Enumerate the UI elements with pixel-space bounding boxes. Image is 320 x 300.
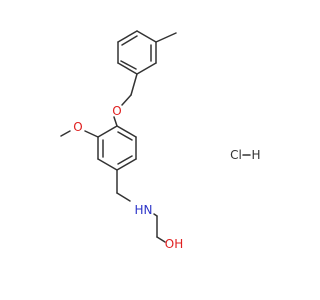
bond-ether-o-ring2	[113, 116, 118, 127]
structure-canvas: O O N H OH Cl H	[60, 30, 261, 251]
bonds	[60, 30, 251, 243]
bond-ring2-methoxy-o	[84, 130, 99, 138]
bond-ring2-d	[116, 158, 137, 171]
bond-ring1-inner-2	[120, 60, 137, 70]
chlorine-label: Cl	[230, 148, 242, 162]
bond-ring2-inner-3	[117, 131, 133, 141]
ether-oxygen-label: O	[112, 104, 121, 118]
bond-ch2-oh	[156, 236, 166, 243]
bond-ring1-a	[136, 30, 157, 43]
bond-benzyl-ch2	[130, 73, 138, 96]
bond-ch2-ether-o	[121, 94, 132, 106]
atom-labels: O O N H OH Cl H	[73, 104, 260, 251]
bond-methyl	[155, 32, 177, 43]
bond-methoxy-o-ch3	[60, 130, 71, 137]
salt-hydrogen-label: H	[251, 148, 260, 162]
bond-ring2-c	[97, 158, 118, 171]
bond-ring2-a	[97, 125, 118, 138]
hydroxyl-label: OH	[165, 237, 183, 251]
methoxy-oxygen-label: O	[73, 120, 82, 134]
bond-ring1-d	[117, 62, 138, 75]
bond-ring2-inner-2	[117, 155, 133, 165]
bond-ch2-n	[116, 192, 131, 202]
molecule-drawing: O O N H OH Cl H	[60, 30, 261, 251]
amine-hydrogen-label: H	[134, 203, 143, 217]
bond-ring1-e	[136, 62, 157, 75]
amine-nitrogen-label: N	[144, 203, 153, 217]
bond-ring2-f	[116, 125, 137, 138]
bond-ring1-b	[117, 30, 138, 43]
bond-ring1-inner-1	[121, 35, 138, 46]
